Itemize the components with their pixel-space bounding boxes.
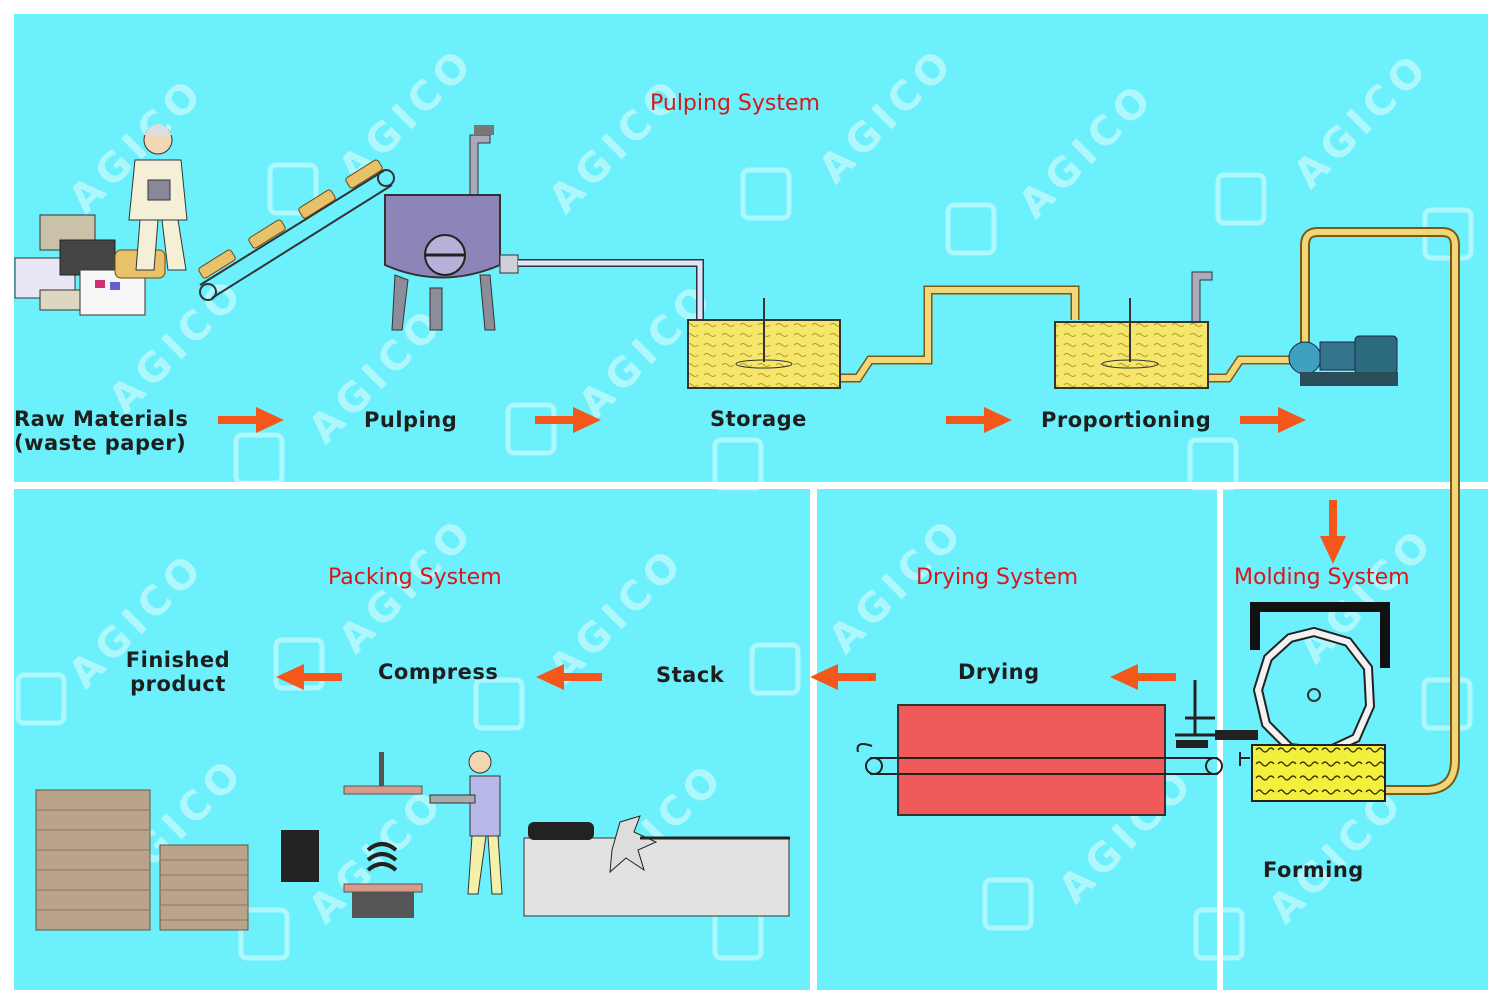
product-line: product: [130, 672, 226, 696]
compress-machine: [281, 752, 423, 918]
arrow-right: [946, 407, 1012, 433]
molding-system-title: Molding System: [1234, 565, 1410, 590]
arrow-down: [1320, 500, 1346, 564]
drying-label: Drying: [958, 660, 1040, 684]
waste-paper-line: (waste paper): [14, 431, 187, 455]
waste-paper-pile: [14, 214, 166, 316]
stacking-conveyor: [523, 815, 790, 917]
raw-materials-line: Raw Materials: [14, 407, 189, 431]
forming-label: Forming: [1263, 858, 1364, 882]
finished-line: Finished: [125, 648, 231, 672]
arrow-left: [1110, 664, 1176, 690]
arrow-right: [218, 407, 284, 433]
arrow-left: [810, 664, 876, 690]
slurry-pipes: [518, 227, 1460, 795]
compress-label: Compress: [378, 660, 499, 684]
finished-product-label: Finished product: [108, 648, 248, 696]
arrow-right: [535, 407, 601, 433]
raw-materials-label: Raw Materials (waste paper): [14, 407, 188, 455]
packing-worker: [429, 750, 503, 895]
feeding-conveyor: [198, 159, 395, 301]
stack-label: Stack: [656, 663, 725, 687]
proportioning-tank: [1054, 271, 1213, 389]
forming-machine: [1215, 602, 1390, 802]
proportioning-label: Proportioning: [1041, 408, 1212, 432]
hydraulic-pulper: [384, 125, 519, 331]
pulping-label: Pulping: [364, 408, 458, 432]
storage-tank: [687, 298, 841, 389]
worker-figure: [128, 124, 188, 271]
dryer-line: [856, 680, 1225, 816]
storage-label: Storage: [710, 407, 807, 431]
arrow-left: [536, 664, 602, 690]
flow-arrows: [218, 407, 1346, 690]
packing-system-title: Packing System: [328, 565, 502, 590]
drying-system-title: Drying System: [916, 565, 1079, 590]
pulping-system-title: Pulping System: [650, 91, 820, 116]
arrow-right: [1240, 407, 1306, 433]
finished-trays: [35, 789, 249, 931]
slurry-pump: [1288, 335, 1398, 386]
